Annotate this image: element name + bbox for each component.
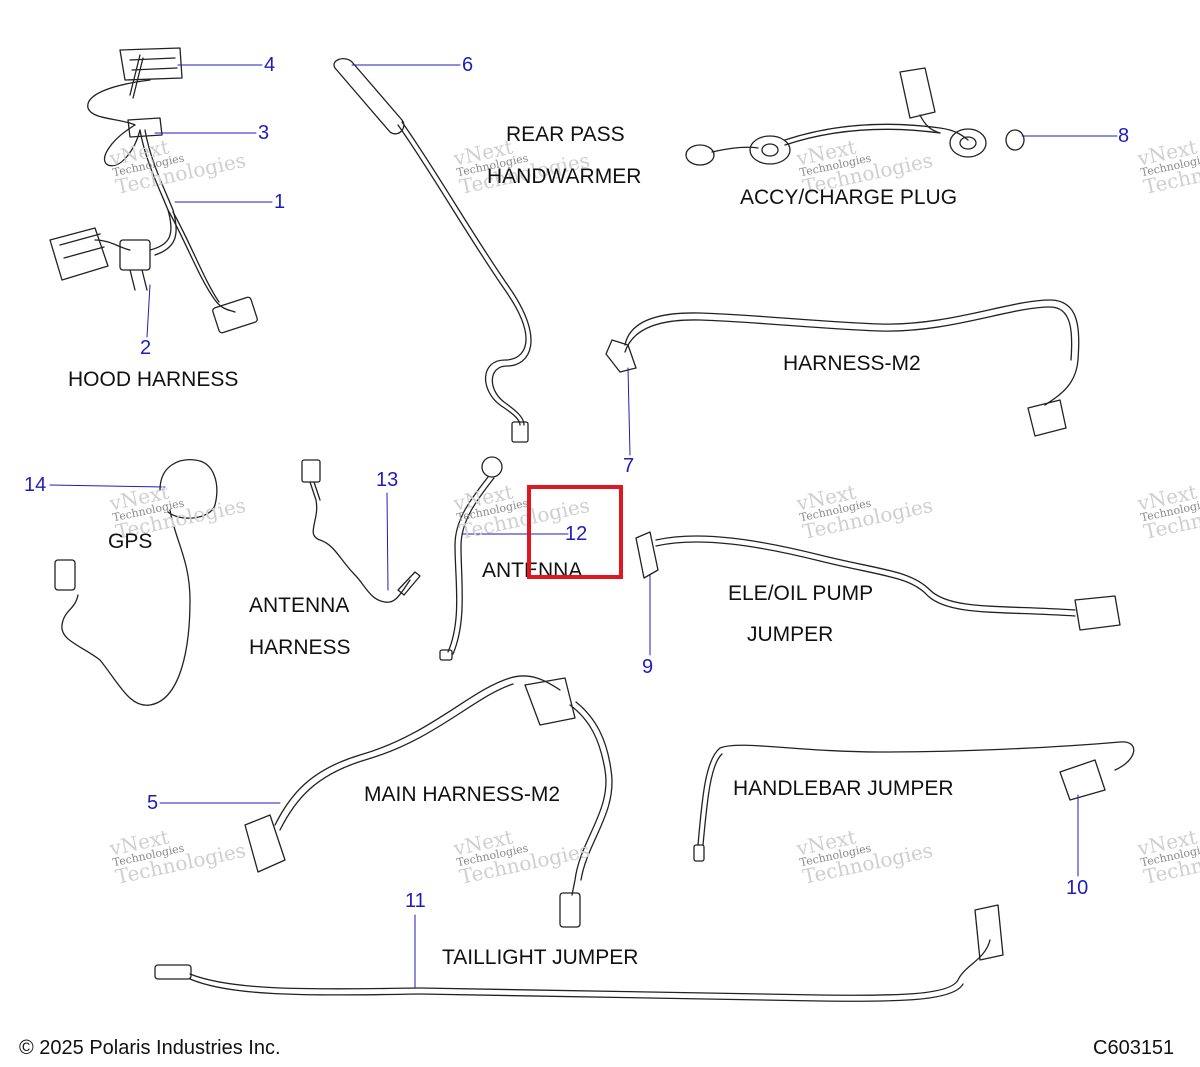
label-accy-charge-plug: ACCY/CHARGE PLUG	[740, 186, 958, 209]
label-jumper: JUMPER	[747, 623, 834, 646]
antenna-part	[439, 456, 503, 661]
callout-4[interactable]: 4	[264, 54, 276, 76]
callout-5[interactable]: 5	[147, 792, 159, 814]
harness-m2-part	[605, 299, 1080, 437]
diagram-code: C603151	[1093, 1037, 1175, 1059]
label-antenna-harness-2: HARNESS	[249, 636, 351, 659]
callout-1[interactable]: 1	[274, 191, 286, 213]
label-gps: GPS	[108, 530, 153, 553]
taillight-jumper-part	[154, 904, 1004, 1002]
callout-6[interactable]: 6	[462, 54, 474, 76]
ele-oil-jumper-part	[635, 531, 1121, 631]
label-antenna-harness-1: ANTENNA	[249, 594, 350, 617]
label-main-harness-m2: MAIN HARNESS-M2	[364, 783, 561, 806]
charge-plug-part	[685, 67, 1025, 166]
label-harness-m2: HARNESS-M2	[783, 352, 921, 375]
hood-harness-part	[49, 47, 258, 334]
label-handwarmer: HANDWARMER	[487, 165, 642, 188]
main-harness-part	[244, 675, 613, 928]
label-ele-oil-pump: ELE/OIL PUMP	[728, 582, 874, 605]
antenna-harness-part	[301, 459, 421, 603]
callout-10[interactable]: 10	[1066, 877, 1089, 899]
callout-13[interactable]: 13	[376, 469, 399, 491]
label-taillight-jumper: TAILLIGHT JUMPER	[442, 946, 639, 969]
handlebar-jumper-part	[693, 741, 1135, 862]
highlight-box	[527, 485, 623, 579]
callout-8[interactable]: 8	[1118, 125, 1130, 147]
callout-9[interactable]: 9	[642, 656, 654, 678]
callout-2[interactable]: 2	[140, 337, 152, 359]
callout-14[interactable]: 14	[24, 474, 47, 496]
gps-part	[54, 459, 218, 706]
label-rear-pass: REAR PASS	[506, 123, 625, 146]
callout-11[interactable]: 11	[405, 890, 426, 912]
callout-3[interactable]: 3	[258, 122, 270, 144]
handwarmer-part	[333, 58, 532, 443]
copyright-text: © 2025 Polaris Industries Inc.	[19, 1037, 281, 1059]
label-handlebar-jumper: HANDLEBAR JUMPER	[733, 777, 954, 800]
label-hood-harness: HOOD HARNESS	[68, 368, 239, 391]
callout-12[interactable]: 12	[565, 523, 588, 545]
callout-7[interactable]: 7	[623, 455, 635, 477]
